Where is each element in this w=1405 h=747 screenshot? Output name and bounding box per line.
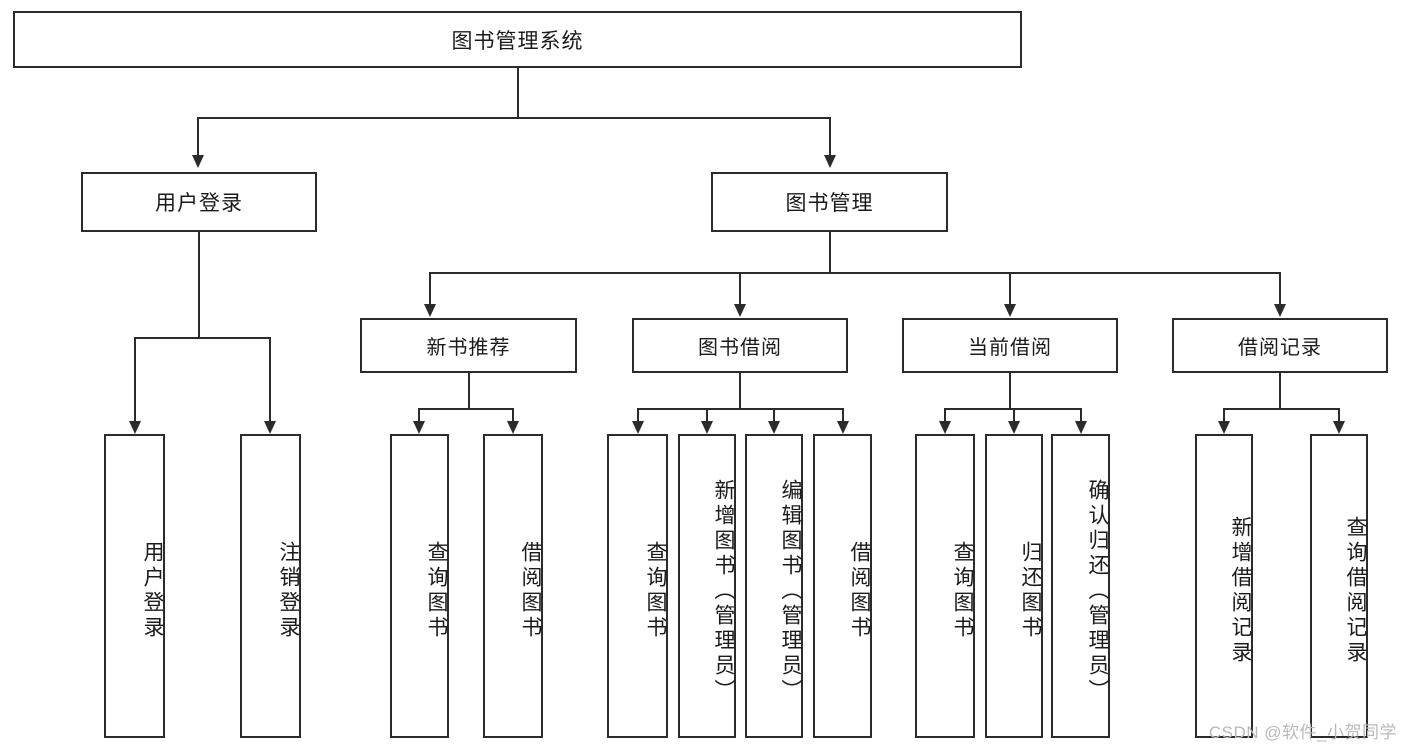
arrow-to-user-login	[192, 155, 204, 168]
connector-cb-to-leaf-1	[944, 408, 946, 421]
node-label: 查询图书	[644, 541, 667, 641]
node-user-login[interactable]: 用户登录	[81, 172, 317, 232]
arrow-to-leaf-logout-login	[264, 421, 276, 434]
node-leaf-borrow-book-2[interactable]: 借阅图书	[813, 434, 872, 738]
node-root-book-management-system[interactable]: 图书管理系统	[13, 11, 1022, 68]
connector-book-management-bar	[429, 272, 1280, 274]
node-label: 图书管理	[785, 192, 874, 215]
node-label: 新增图书（管理员）	[712, 478, 735, 704]
node-new-book-recommend[interactable]: 新书推荐	[360, 318, 577, 373]
node-leaf-query-book-2[interactable]: 查询图书	[607, 434, 668, 738]
arrow-to-leaf-query-borrow-record	[1333, 421, 1345, 434]
connector-root-bar	[197, 117, 830, 119]
connector-bb-to-leaf-1	[637, 408, 639, 421]
csdn-watermark: CSDN @软件_小贺同学	[1208, 723, 1397, 742]
arrow-to-leaf-add-book-admin	[701, 421, 713, 434]
node-label: 借阅记录	[1238, 337, 1322, 359]
arrow-to-leaf-query-book-1	[413, 421, 425, 434]
connector-nb-to-leaf-1	[418, 408, 420, 421]
connector-book-borrow-stem	[739, 373, 741, 409]
node-label: 用户登录	[155, 192, 243, 215]
arrow-to-leaf-query-book-2	[632, 421, 644, 434]
node-leaf-add-borrow-record[interactable]: 新增借阅记录	[1195, 434, 1253, 738]
node-leaf-add-book-admin[interactable]: 新增图书（管理员）	[678, 434, 736, 738]
connector-current-borrow-stem	[1009, 373, 1011, 409]
node-leaf-borrow-book-1[interactable]: 借阅图书	[483, 434, 543, 738]
node-label: 用户登录	[141, 541, 164, 641]
node-leaf-return-book[interactable]: 归还图书	[985, 434, 1043, 738]
node-label: 查询图书	[425, 541, 448, 641]
connector-root-to-user-login	[197, 117, 199, 155]
node-leaf-query-borrow-record[interactable]: 查询借阅记录	[1310, 434, 1368, 738]
arrow-to-new-book-recommend	[424, 304, 436, 317]
node-leaf-query-book-1[interactable]: 查询图书	[390, 434, 449, 738]
connector-bm-to-borrow-record	[1279, 272, 1281, 304]
node-leaf-edit-book-admin[interactable]: 编辑图书（管理员）	[745, 434, 803, 738]
node-label: 借阅图书	[519, 541, 542, 641]
connector-user-login-to-leaf-2	[269, 337, 271, 421]
node-label: 注销登录	[277, 541, 300, 641]
node-leaf-user-login[interactable]: 用户登录	[104, 434, 165, 738]
connector-bm-to-book-borrow	[739, 272, 741, 304]
node-book-borrow[interactable]: 图书借阅	[632, 318, 848, 373]
connector-bb-to-leaf-2	[706, 408, 708, 421]
connector-bm-to-current-borrow	[1009, 272, 1011, 304]
connector-bm-to-new-book	[429, 272, 431, 304]
connector-book-borrow-bar	[637, 408, 843, 410]
arrow-to-book-management	[824, 155, 836, 168]
node-current-borrow[interactable]: 当前借阅	[902, 318, 1118, 373]
arrow-to-current-borrow	[1004, 304, 1016, 317]
node-leaf-query-book-3[interactable]: 查询图书	[915, 434, 975, 738]
connector-bb-to-leaf-3	[773, 408, 775, 421]
connector-root-to-book-management	[829, 117, 831, 155]
arrow-to-leaf-confirm-return-admin	[1075, 421, 1087, 434]
node-label: 查询图书	[951, 541, 974, 641]
connector-user-login-bar	[134, 337, 270, 339]
arrow-to-leaf-query-book-3	[939, 421, 951, 434]
connector-book-management-stem	[829, 232, 831, 273]
connector-borrow-record-bar	[1223, 408, 1339, 410]
node-label: 查询借阅记录	[1344, 516, 1367, 666]
node-label: 编辑图书（管理员）	[779, 478, 802, 704]
node-borrow-record[interactable]: 借阅记录	[1172, 318, 1388, 373]
arrow-to-leaf-borrow-book-1	[507, 421, 519, 434]
connector-cb-to-leaf-3	[1080, 408, 1082, 421]
node-label: 图书管理系统	[451, 29, 584, 53]
node-book-management[interactable]: 图书管理	[711, 172, 948, 232]
connector-nb-to-leaf-2	[512, 408, 514, 421]
connector-new-book-bar	[418, 408, 513, 410]
connector-br-to-leaf-1	[1223, 408, 1225, 421]
arrow-to-leaf-edit-book-admin	[768, 421, 780, 434]
node-label: 当前借阅	[968, 337, 1052, 359]
connector-br-to-leaf-2	[1338, 408, 1340, 421]
node-label: 图书借阅	[698, 337, 782, 359]
node-label: 归还图书	[1019, 541, 1042, 641]
arrow-to-leaf-user-login	[129, 421, 141, 434]
connector-borrow-record-stem	[1279, 373, 1281, 409]
connector-user-login-stem	[198, 232, 200, 338]
connector-cb-to-leaf-2	[1013, 408, 1015, 421]
connector-user-login-to-leaf-1	[134, 337, 136, 421]
arrow-to-leaf-return-book	[1008, 421, 1020, 434]
arrow-to-book-borrow	[734, 304, 746, 317]
node-label: 新增借阅记录	[1229, 516, 1252, 666]
connector-bb-to-leaf-4	[842, 408, 844, 421]
arrow-to-leaf-add-borrow-record	[1218, 421, 1230, 434]
connector-new-book-stem	[468, 373, 470, 409]
node-leaf-logout-login[interactable]: 注销登录	[240, 434, 301, 738]
arrow-to-borrow-record	[1274, 304, 1286, 317]
node-leaf-confirm-return-admin[interactable]: 确认归还（管理员）	[1051, 434, 1110, 738]
node-label: 确认归还（管理员）	[1086, 478, 1109, 704]
node-label: 借阅图书	[848, 541, 871, 641]
node-label: 新书推荐	[426, 337, 511, 359]
connector-root-stem	[517, 68, 519, 118]
arrow-to-leaf-borrow-book-2	[837, 421, 849, 434]
connector-current-borrow-bar	[944, 408, 1081, 410]
